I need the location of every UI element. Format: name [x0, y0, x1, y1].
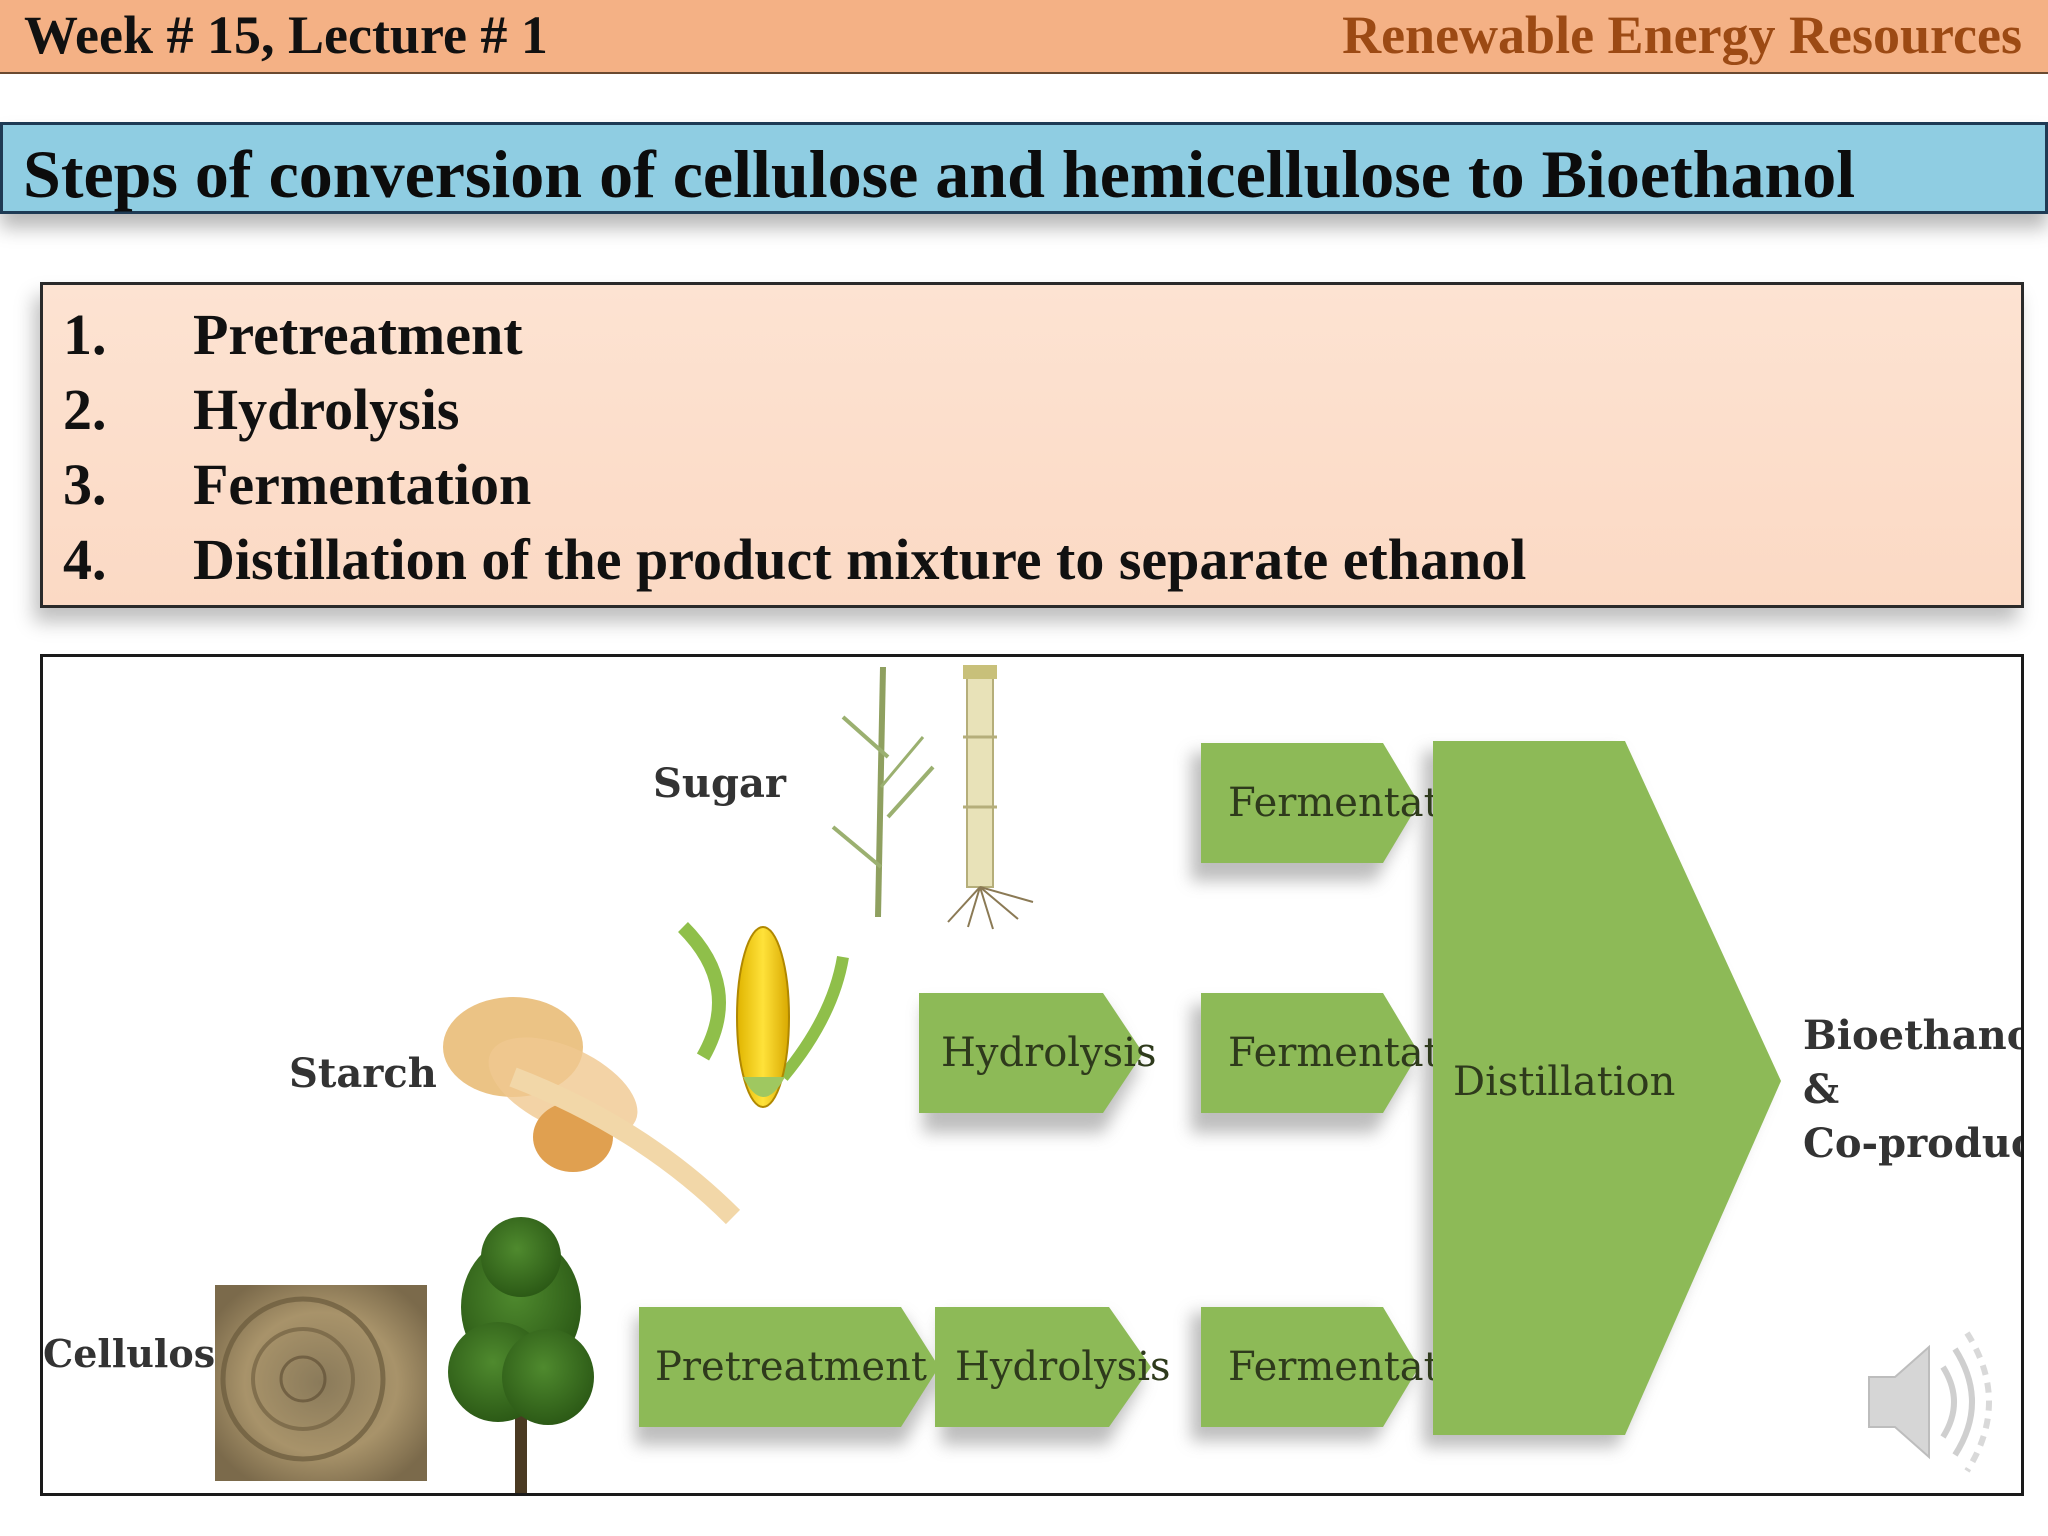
arrow-label: Hydrolysis [955, 1344, 1171, 1390]
source-label-starch: Starch [289, 1050, 437, 1097]
speaker-icon[interactable] [1868, 1331, 1992, 1473]
course-title: Renewable Energy Resources [1342, 5, 2022, 65]
step-text: Hydrolysis [193, 377, 460, 442]
step-item: 3. Fermentation [63, 451, 531, 518]
output-line-2: & [1803, 1066, 1839, 1113]
lecture-label: Week # 15, Lecture # 1 [24, 5, 548, 65]
diagram-canvas: Sugar Starch [43, 665, 2021, 1493]
slide-title: Steps of conversion of cellulose and hem… [23, 136, 1856, 212]
output-line-1: Bioethanol [1803, 1012, 2021, 1059]
bioethanol-process-diagram: Sugar Starch [40, 654, 2024, 1496]
step-number: 4. [63, 527, 107, 592]
output-line-3: Co-products [1803, 1120, 2021, 1167]
step-number: 3. [63, 452, 107, 517]
arrow-pretreatment-cellulose: Pretreatment [639, 1307, 939, 1427]
source-label-cellulose: Cellulose [43, 1331, 239, 1376]
step-number: 2. [63, 377, 107, 442]
steps-list: 1. Pretreatment 2. Hydrolysis 3. Fermentati… [40, 282, 2024, 608]
sugarcane-icon [831, 665, 1034, 930]
output-label: Bioethanol & Co-products [1803, 1012, 2021, 1167]
step-text: Pretreatment [193, 302, 523, 367]
arrow-distillation: Distillation [1433, 741, 1781, 1435]
source-label-sugar: Sugar [653, 760, 787, 807]
arrow-label: Distillation [1453, 1059, 1675, 1105]
header-bar: Week # 15, Lecture # 1 Renewable Energy … [0, 0, 2048, 74]
step-number: 1. [63, 302, 107, 367]
arrow-label: Pretreatment [655, 1344, 927, 1390]
corn-icon [677, 922, 849, 1108]
step-text: Distillation of the product mixture to s… [193, 527, 1527, 592]
slide-title-band: Steps of conversion of cellulose and hem… [0, 122, 2048, 214]
arrow-label: Hydrolysis [941, 1030, 1157, 1076]
arrow-hydrolysis-starch: Hydrolysis [919, 993, 1157, 1113]
arrow-hydrolysis-cellulose: Hydrolysis [935, 1307, 1171, 1427]
hay-bale-icon [215, 1285, 427, 1481]
tree-icon [448, 1217, 594, 1493]
wheat-icon [443, 997, 741, 1225]
step-item: 1. Pretreatment [63, 301, 523, 368]
step-item: 2. Hydrolysis [63, 376, 459, 443]
step-item: 4. Distillation of the product mixture to… [63, 526, 1526, 593]
step-text: Fermentation [193, 452, 532, 517]
